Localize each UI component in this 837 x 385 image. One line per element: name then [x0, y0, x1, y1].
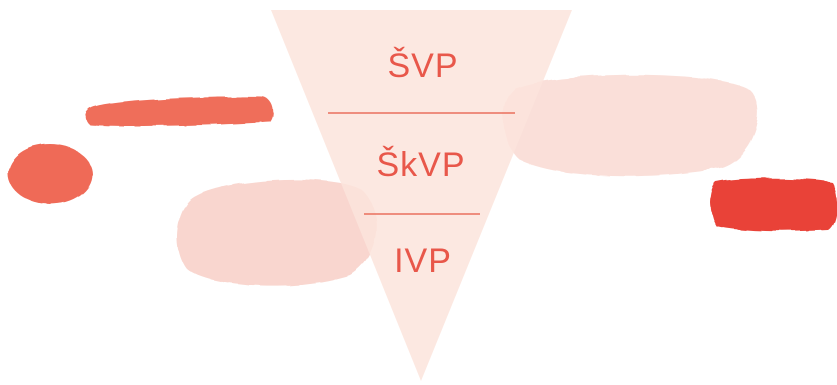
watercolor-blob-center-soft — [176, 179, 377, 286]
funnel-level-svp: ŠVP — [387, 47, 458, 85]
watercolor-blob-right-soft — [502, 74, 759, 177]
watercolor-blob-left-circle — [8, 144, 92, 204]
watercolor-blob-right-strong — [710, 178, 837, 232]
funnel-level-skvp: ŠkVP — [376, 146, 465, 184]
funnel-level-ivp: IVP — [394, 242, 452, 280]
funnel-triangle — [271, 10, 572, 381]
watercolor-blob-left-bar — [85, 96, 274, 126]
